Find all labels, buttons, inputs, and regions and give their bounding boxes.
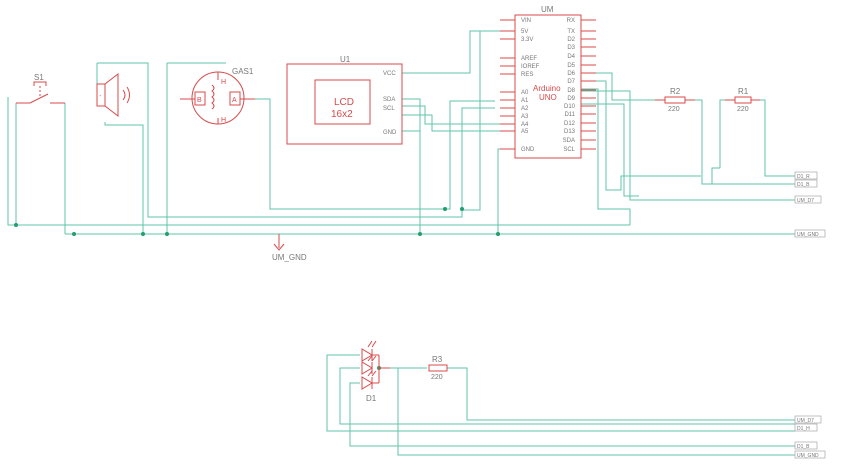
um-pin-a4: A4	[521, 122, 529, 128]
net-label-d1-b-top: D1_B	[797, 182, 810, 188]
gas-pin-a: A	[232, 97, 237, 104]
r2-value: 220	[668, 106, 680, 113]
um-name-line2: UNO	[539, 93, 557, 102]
s1-label: S1	[34, 73, 44, 82]
net-labels-top: D1_R D1_B UM_D7 UM_GND	[794, 171, 826, 238]
u1-label: U1	[340, 55, 351, 64]
resistor-r1	[725, 96, 760, 104]
um-pin-d2: D2	[567, 37, 575, 43]
um-pin-d11: D11	[564, 112, 575, 118]
junction-dots	[14, 207, 500, 370]
um-pin-a1: A1	[521, 98, 529, 104]
um-pin-d3: D3	[567, 45, 575, 51]
um-pin-d5: D5	[567, 63, 575, 69]
buzzer	[96, 72, 130, 118]
um-pin-d13: D13	[564, 129, 576, 135]
um-pin-3v3: 3.3V	[521, 37, 533, 43]
um-pin-vin: VIN	[521, 18, 531, 24]
net-label-um-gnd-top: UM_GND	[797, 232, 819, 238]
um-pin-sda: SDA	[563, 138, 575, 144]
um-pin-d8: D8	[567, 88, 575, 94]
gas-pin-b: B	[197, 97, 202, 104]
um-pin-scl: SCL	[563, 147, 575, 153]
ground-symbol	[273, 234, 285, 251]
u1-pin-sda: SDA	[383, 97, 395, 103]
um-pin-ioref: IOREF	[521, 64, 540, 70]
wires-top	[7, 30, 795, 235]
lcd-text-line1: LCD	[334, 97, 354, 108]
wires-bottom	[326, 354, 795, 456]
um-pin-d9: D9	[567, 96, 575, 102]
um-pin-d12: D12	[564, 121, 576, 127]
um-name-line1: Arduino	[533, 84, 561, 93]
um-pin-a2: A2	[521, 106, 529, 112]
net-label-d1-h-bottom: D1_H	[797, 426, 810, 432]
switch-s1	[16, 81, 65, 104]
um-pin-gnd: GND	[521, 147, 535, 153]
u1-pin-scl: SCL	[383, 106, 395, 112]
gas-pin-h-bottom: H	[221, 117, 226, 124]
net-label-um-d7-bottom: UM_D7	[797, 418, 814, 424]
um-pin-5v: 5V	[521, 29, 528, 35]
net-labels-bottom: UM_D7 D1_H D1_B UM_GND	[794, 415, 826, 459]
arduino-pin-stubs	[500, 19, 596, 150]
um-pin-a3: A3	[521, 114, 529, 120]
ground-net-label: UM_GND	[272, 253, 307, 262]
um-pin-tx: TX	[567, 29, 575, 35]
u1-pin-vcc: VCC	[383, 71, 396, 77]
um-left-pin-labels: VIN 5V 3.3V AREF IOREF RES A0 A1 A2 A3 A…	[521, 18, 540, 153]
gas-sensor	[180, 71, 255, 125]
net-label-um-d7-top: UM_D7	[797, 198, 814, 204]
r1-label: R1	[738, 87, 749, 96]
led-d1	[361, 340, 390, 390]
lcd-u1	[286, 63, 403, 145]
resistor-r3	[428, 364, 448, 372]
um-pin-res: RES	[521, 72, 533, 78]
um-pin-d10: D10	[564, 104, 576, 110]
um-pin-aref: AREF	[521, 56, 537, 62]
net-label-um-gnd-bottom: UM_GND	[797, 453, 819, 459]
um-pin-a0: A0	[521, 90, 529, 96]
resistor-r2	[655, 96, 695, 104]
buzzer-pin-label: +	[99, 93, 102, 98]
um-pin-a5: A5	[521, 129, 529, 135]
arduino-um-body	[514, 14, 582, 159]
net-label-d1-r-top: D1_R	[797, 174, 810, 180]
r1-value: 220	[737, 106, 749, 113]
r3-label: R3	[432, 355, 443, 364]
u1-pin-gnd: GND	[383, 130, 397, 136]
r3-value: 220	[431, 374, 443, 381]
um-pin-d7: D7	[567, 79, 575, 85]
net-label-d1-b-bottom: D1_B	[797, 444, 810, 450]
um-label: UM	[541, 5, 554, 14]
gas1-label: GAS1	[232, 67, 254, 76]
um-pin-d4: D4	[567, 54, 575, 60]
gas-pin-h-top: H	[221, 79, 226, 86]
um-right-pin-labels: RX TX D2 D3 D4 D5 D6 D7 D8 D9 D10 D11 D1…	[563, 18, 576, 153]
lcd-text-line2: 16x2	[331, 109, 353, 120]
r2-label: R2	[670, 87, 681, 96]
um-pin-d6: D6	[567, 71, 575, 77]
d1-label: D1	[366, 394, 377, 403]
um-pin-rx: RX	[567, 18, 575, 24]
